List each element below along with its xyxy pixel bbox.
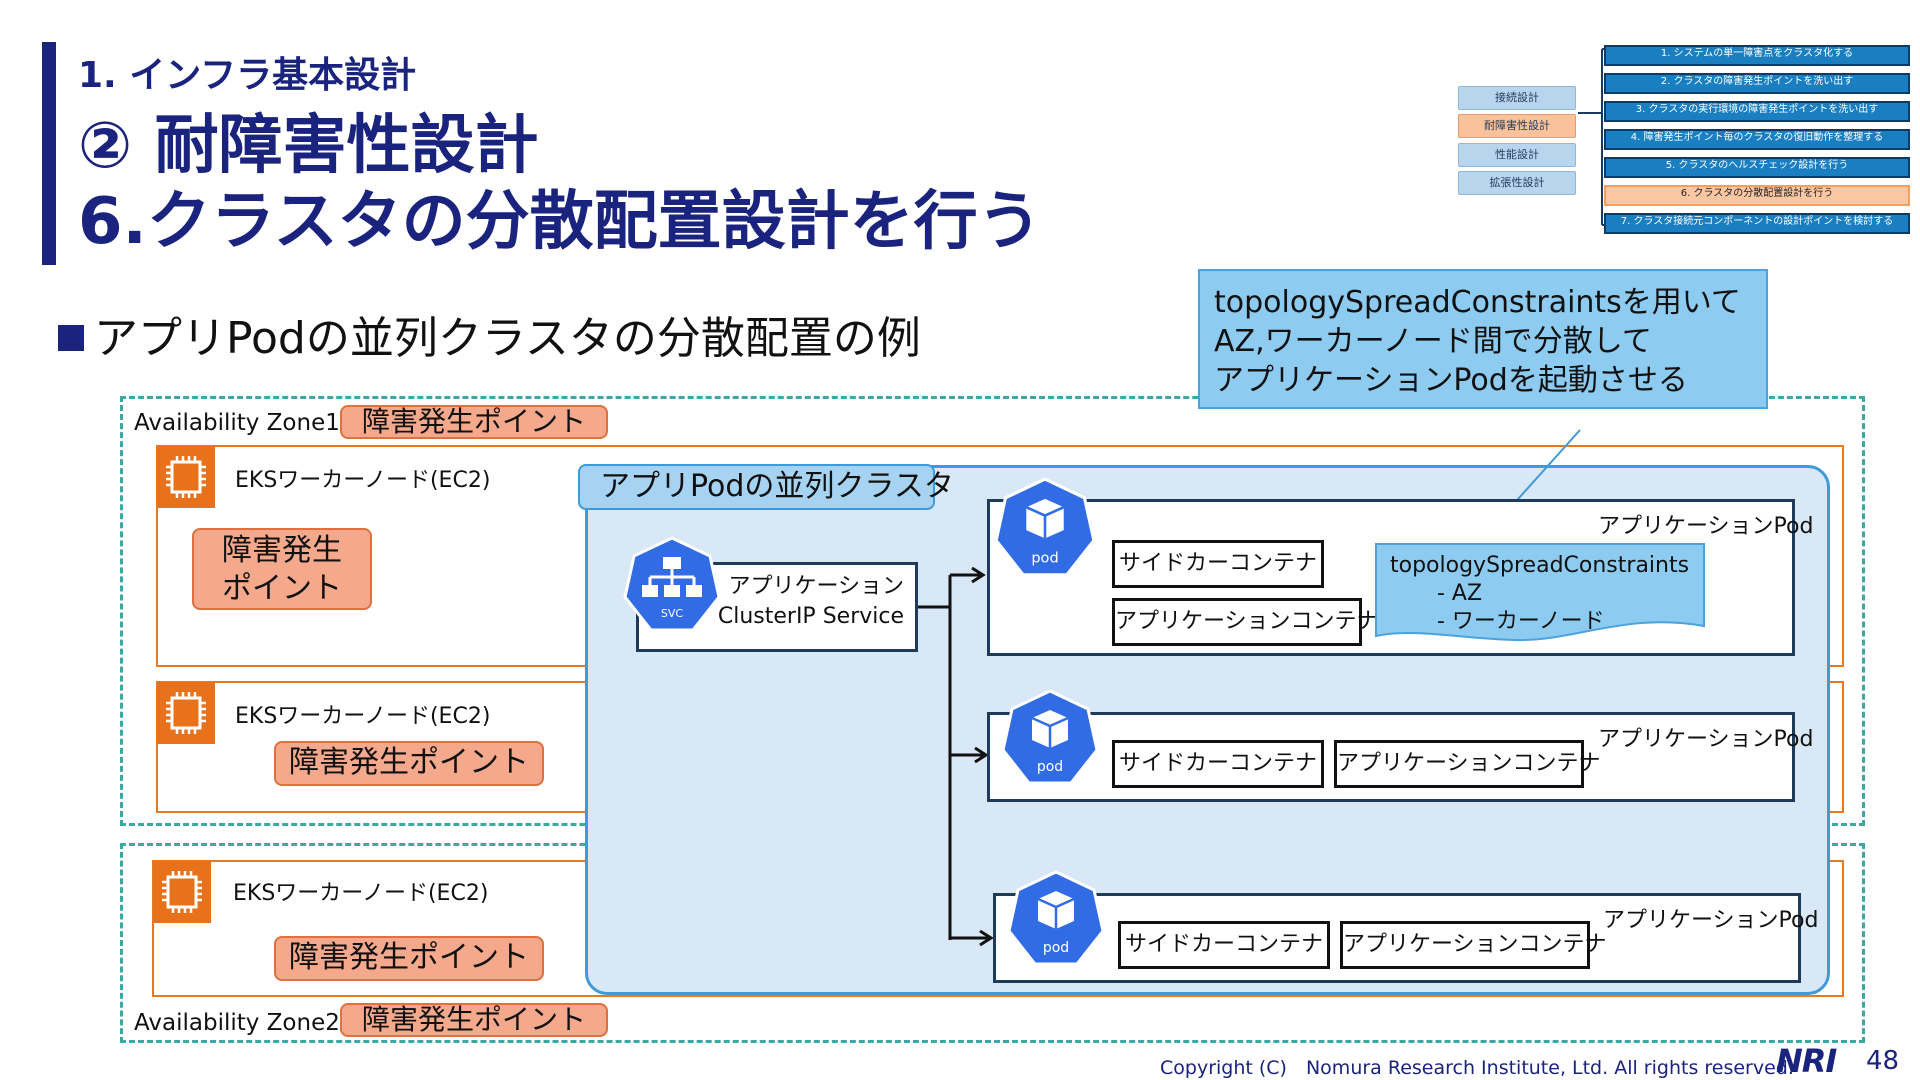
node-3-label: EKSワーカーノード(EC2) — [233, 881, 489, 906]
sidecar-container: サイドカーコンテナ — [1112, 740, 1324, 788]
sidecar-container: サイドカーコンテナ — [1118, 921, 1330, 969]
pod-3-label: アプリケーションPod — [1603, 908, 1819, 933]
nav-step-list: 1. システムの単一障害点をクラスタ化する 2. クラスタの障害発生ポイントを洗… — [1604, 45, 1910, 235]
node-1-label: EKSワーカーノード(EC2) — [235, 468, 491, 493]
nav-step-3: 3. クラスタの実行環境の障害発生ポイントを洗い出す — [1604, 101, 1910, 122]
az1-fail-point: 障害発生ポイント — [340, 405, 608, 439]
app-container: アプリケーションコンテナ — [1334, 740, 1601, 788]
nav-step-2: 2. クラスタの障害発生ポイントを洗い出す — [1604, 73, 1910, 94]
pod-icon-text: pod — [1037, 759, 1063, 775]
bullet-square-icon — [58, 325, 84, 351]
pod-icon-text: pod — [1043, 940, 1069, 956]
pod-icon-text: pod — [1031, 549, 1058, 566]
app-container: アプリケーションコンテナ — [1112, 598, 1379, 646]
node-2-fail-point: 障害発生ポイント — [274, 741, 544, 786]
node-1-fail-point-line1: 障害発生 — [222, 533, 342, 568]
nav-category-connection: 接続設計 — [1458, 86, 1576, 110]
pod-icon: pod — [994, 477, 1096, 577]
nav-step-6: 6. クラスタの分散配置設計を行う — [1604, 185, 1910, 206]
nav-step-7: 7. クラスタ接続元コンポーネントの設計ポイントを検討する — [1604, 213, 1910, 234]
service-label: アプリケーション ClusterIP Service — [690, 572, 904, 632]
nav-category-performance: 性能設計 — [1458, 143, 1576, 167]
cluster-label: アプリPodの並列クラスタ — [578, 464, 954, 510]
service-label-line1: アプリケーション — [728, 574, 904, 599]
section-subtitle: 1. インフラ基本設計 — [78, 55, 417, 96]
nav-category-scalability: 拡張性設計 — [1458, 171, 1576, 195]
ec2-chip-icon — [153, 861, 211, 923]
sidecar-container: サイドカーコンテナ — [1112, 540, 1324, 588]
az2-fail-point: 障害発生ポイント — [340, 1003, 608, 1037]
callout-line3: アプリケーションPodを起動させる — [1214, 363, 1688, 398]
az2-label: Availability Zone2 — [134, 1010, 340, 1036]
service-label-line2: ClusterIP Service — [717, 604, 904, 629]
page-number: 48 — [1866, 1046, 1900, 1076]
pod-2-label: アプリケーションPod — [1598, 727, 1814, 752]
pod-1-label: アプリケーションPod — [1598, 514, 1814, 539]
title-accent-bar — [42, 42, 56, 265]
nav-step-1: 1. システムの単一障害点をクラスタ化する — [1604, 45, 1910, 66]
svc-icon: SVC — [623, 536, 721, 632]
callout-line2: AZ,ワーカーノード間で分散して — [1214, 324, 1652, 359]
nav-category-fault-tolerance: 耐障害性設計 — [1458, 114, 1576, 138]
bullet-text: アプリPodの並列クラスタの分散配置の例 — [94, 313, 921, 364]
topology-note-shape — [1375, 543, 1705, 642]
az1-label: Availability Zone1 — [134, 410, 340, 436]
page-title-line1: ② 耐障害性設計 — [78, 109, 539, 183]
topology-note: topologySpreadConstraints - AZ - ワーカーノード — [1390, 552, 1689, 636]
ec2-chip-icon — [157, 446, 215, 508]
topology-callout: topologySpreadConstraintsを用いて AZ,ワーカーノード… — [1198, 269, 1768, 409]
bullet-heading: アプリPodの並列クラスタの分散配置の例 — [58, 302, 921, 366]
callout-line1: topologySpreadConstraintsを用いて — [1214, 285, 1741, 320]
node-3-fail-point: 障害発生ポイント — [274, 936, 544, 981]
nav-step-4: 4. 障害発生ポイント毎のクラスタの復旧動作を整理する — [1604, 129, 1910, 150]
nav-bracket — [1578, 48, 1604, 226]
topology-note-item-az: - AZ — [1437, 581, 1483, 606]
page-title-line2: 6.クラスタの分散配置設計を行う — [78, 185, 1042, 259]
copyright: Copyright (C) Nomura Research Institute,… — [1160, 1057, 1794, 1079]
ec2-chip-icon — [157, 682, 215, 744]
node-1-fail-point-line2: ポイント — [222, 571, 342, 606]
pod-icon: pod — [1001, 689, 1099, 785]
svc-icon-text: SVC — [661, 607, 684, 620]
topology-note-title: topologySpreadConstraints — [1390, 553, 1690, 578]
pod-icon: pod — [1007, 870, 1105, 966]
node-1-fail-point: 障害発生 ポイント — [192, 528, 372, 610]
topology-note-item-node: - ワーカーノード — [1437, 609, 1605, 634]
node-2-label: EKSワーカーノード(EC2) — [235, 704, 491, 729]
nri-logo: NRI — [1776, 1042, 1837, 1080]
page-title: ② 耐障害性設計 6.クラスタの分散配置設計を行う — [78, 108, 1042, 260]
app-container: アプリケーションコンテナ — [1340, 921, 1607, 969]
nav-step-5: 5. クラスタのヘルスチェック設計を行う — [1604, 157, 1910, 178]
